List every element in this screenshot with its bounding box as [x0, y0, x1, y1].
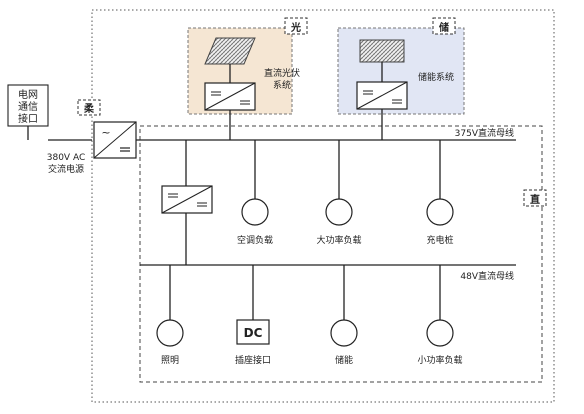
grid-comm-text-2: 通信 [18, 101, 38, 113]
storage-tag: 储 [432, 17, 456, 35]
system-boundary [91, 9, 555, 403]
storage-dc-dc-converter [356, 81, 408, 110]
socket-label: 插座接口 [235, 354, 271, 366]
grid-comm-interface: 电网 通信 接口 [7, 84, 49, 127]
storage-48-label: 储能 [335, 354, 353, 366]
storage-system-label: 储能系统 [418, 71, 454, 83]
dc-tag-text: 直 [530, 193, 540, 206]
flexible-tag: 柔 [77, 99, 101, 116]
ac-load-icon [241, 198, 269, 226]
battery-icon [359, 39, 405, 63]
grid-comm-text-3: 接口 [18, 112, 38, 125]
pv-tag: 光 [284, 17, 308, 35]
low-power-load-icon [426, 319, 454, 347]
charging-pile-label: 充电桩 [426, 234, 453, 246]
flexible-tag-text: 柔 [83, 103, 95, 115]
high-power-load-icon [325, 198, 353, 226]
storage-tag-text: 储 [438, 21, 449, 34]
charging-pile-icon [426, 198, 454, 226]
dc-socket-icon [236, 319, 270, 345]
grid-comm-text-1: 电网 [18, 88, 38, 101]
dc-socket-text: DC [244, 326, 263, 340]
lighting-label: 照明 [161, 355, 179, 366]
ac-source-label-2: 交流电源 [48, 163, 84, 175]
low-power-load-label: 小功率负载 [417, 354, 462, 366]
ac-source-label-1: 380V AC [47, 153, 85, 163]
lighting-icon [156, 319, 184, 347]
ac-dc-converter: ~ [93, 121, 137, 159]
ac-symbol-icon: ~ [101, 126, 110, 139]
pv-dc-dc-converter [204, 82, 256, 111]
dc-tag: 直 [523, 189, 547, 207]
pv-tag-text: 光 [290, 21, 301, 34]
pv-system-label-2: 系统 [273, 79, 291, 91]
pv-system-label-1: 直流光伏 [264, 67, 300, 79]
bus-375v-label: 375V直流母线 [455, 127, 514, 139]
bus-48v-label: 48V直流母线 [460, 270, 514, 282]
solar-panel-icon [204, 37, 256, 65]
bus-dc-dc-converter [161, 185, 213, 214]
storage-48-icon [330, 319, 358, 347]
ac-load-label: 空调负载 [237, 234, 273, 246]
high-power-load-label: 大功率负载 [316, 234, 361, 246]
